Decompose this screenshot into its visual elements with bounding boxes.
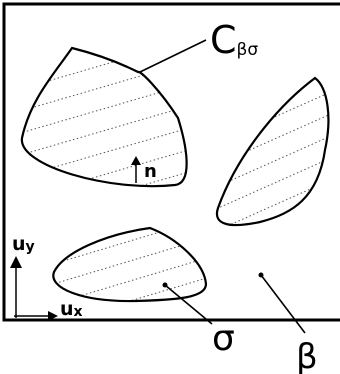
interface-label: Cβσ xyxy=(210,18,258,62)
normal-vector-arrow xyxy=(131,156,141,183)
phase-beta-label: β xyxy=(296,337,318,374)
normal-vector-label: n xyxy=(144,161,157,182)
phase-sigma-label: σ xyxy=(212,318,235,359)
domain-frame xyxy=(2,2,340,322)
inclusion-upper-left xyxy=(20,46,188,188)
inclusion-lower-sigma xyxy=(52,226,208,303)
coordinate-axes xyxy=(10,256,58,321)
axis-x-label: ux xyxy=(60,298,83,320)
beta-leader-line xyxy=(260,274,306,334)
axis-y-label: uy xyxy=(12,233,35,255)
interface-leader-line xyxy=(139,39,207,73)
inclusion-right xyxy=(215,76,330,227)
sigma-leader-line xyxy=(164,284,213,325)
